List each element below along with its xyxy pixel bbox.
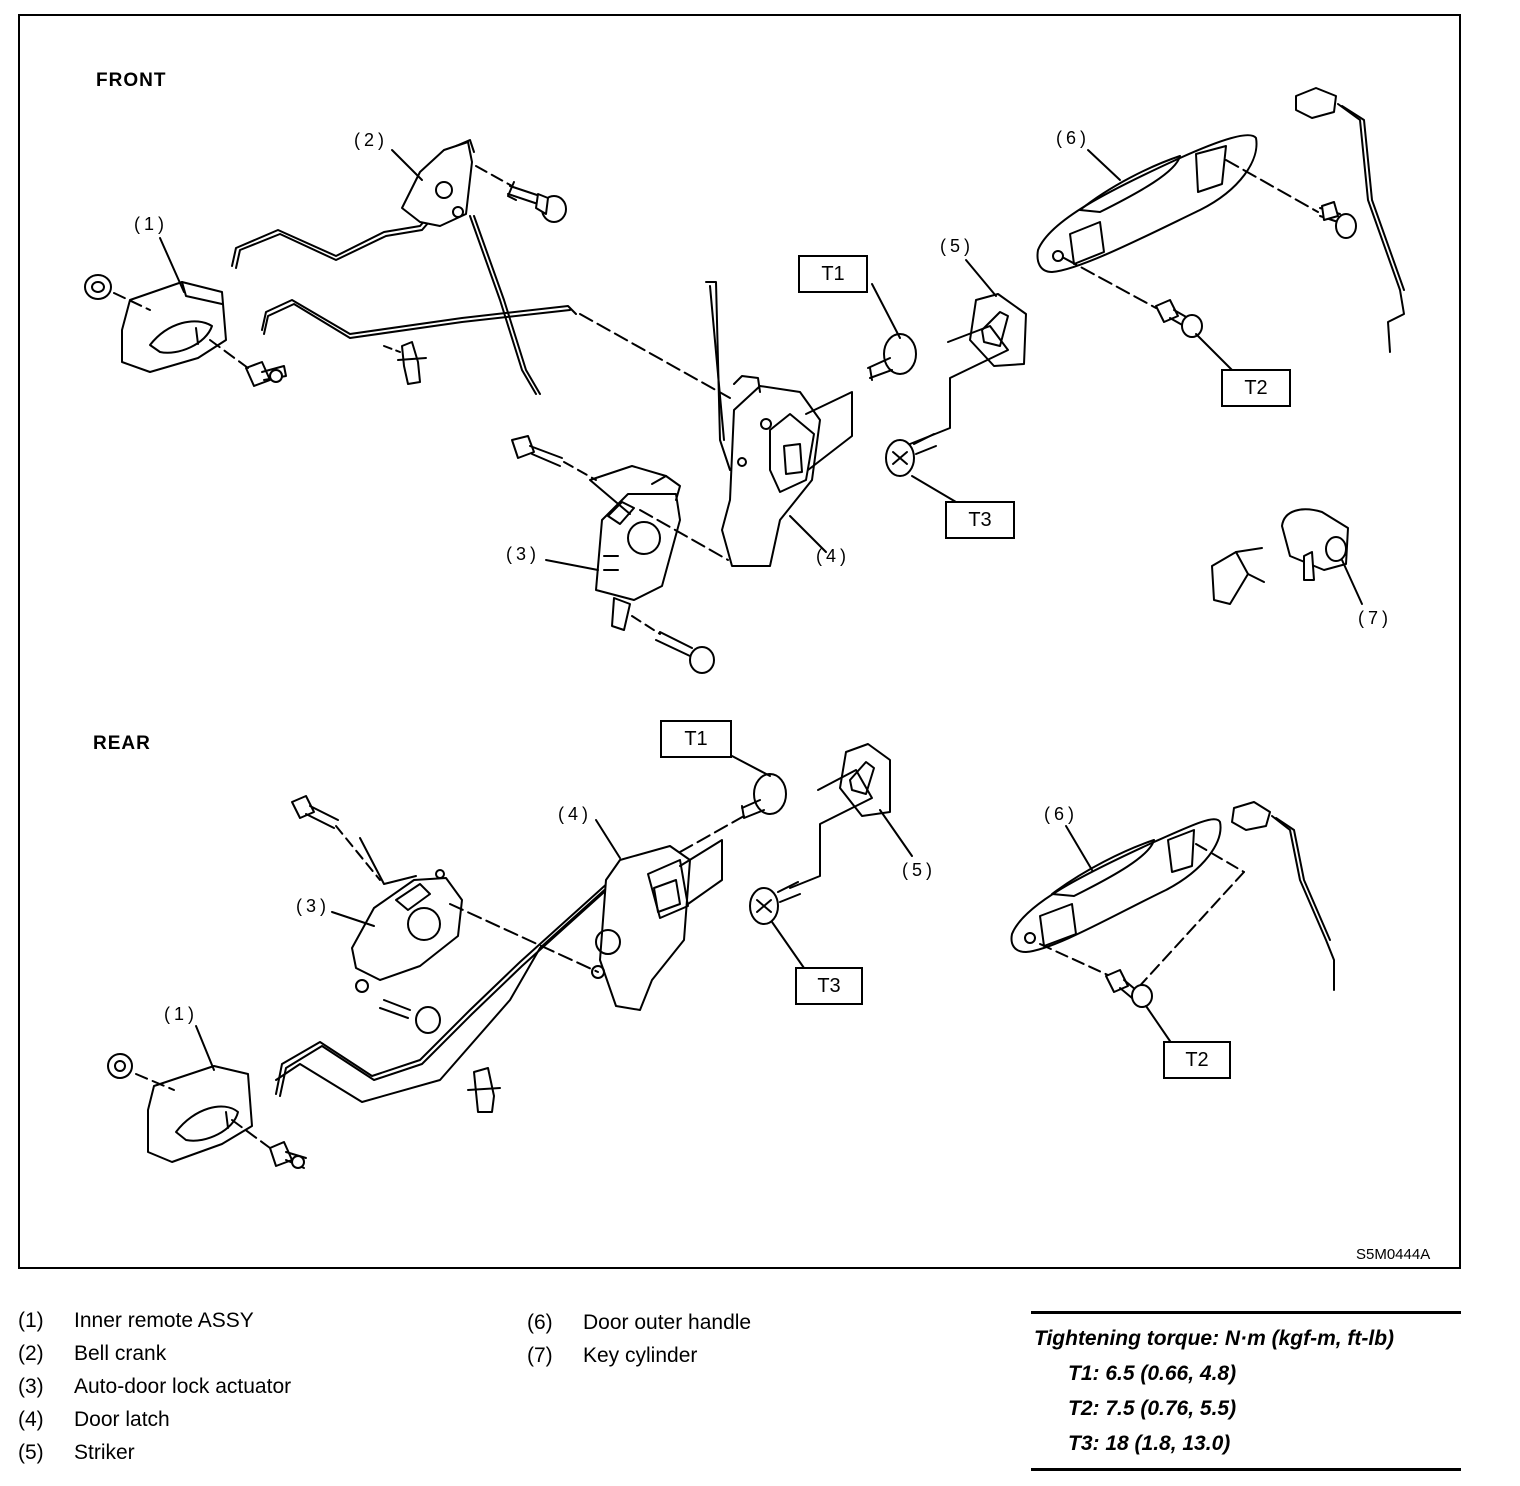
legend-number: (2) (18, 1342, 44, 1365)
rear-section-label: REAR (93, 733, 151, 754)
figure-code: S5M0444A (1356, 1246, 1431, 1263)
legend-label: Door latch (74, 1408, 170, 1431)
front-callout-3: (3) (506, 544, 540, 564)
front-actuator-bolt-lower (611, 597, 715, 674)
torque-t3-spec: T3: 18 (1.8, 13.0) (1068, 1432, 1231, 1455)
front-handle-connector (1295, 87, 1337, 119)
rear-t3-screw (749, 881, 801, 925)
rear-door-latch (591, 845, 691, 1011)
front-rod-lower (261, 299, 577, 335)
front-handle-bolt-t2 (1155, 299, 1203, 338)
rear-callout-1: (1) (164, 1004, 198, 1024)
front-t1-screw (867, 333, 917, 381)
rear-callout-6: (6) (1044, 804, 1078, 824)
rear-t2-tag: T2 (1163, 1041, 1231, 1079)
front-rod-vertical (469, 215, 537, 395)
front-t3-screw (885, 433, 937, 477)
front-callout-1: (1) (134, 214, 168, 234)
rear-handle-bolt-t2 (1105, 969, 1153, 1008)
rear-handle-rod (1271, 815, 1335, 991)
legend-label: Inner remote ASSY (74, 1309, 254, 1332)
rear-callout-4: (4) (558, 804, 592, 824)
legend-number: (1) (18, 1309, 44, 1332)
torque-t2-spec: T2: 7.5 (0.76, 5.5) (1068, 1397, 1237, 1420)
rear-callout-3: (3) (296, 896, 330, 916)
front-key-clip (1211, 547, 1265, 605)
front-t3-tag: T3 (945, 501, 1015, 539)
front-bell-crank (401, 139, 475, 227)
front-handle-bolt-right (1319, 201, 1357, 239)
rear-t1-tag: T1 (660, 720, 732, 758)
legend-label: Bell crank (74, 1342, 167, 1365)
front-key-cylinder (1281, 508, 1349, 581)
legend-label: Key cylinder (583, 1344, 698, 1367)
front-door-outer-handle (1036, 134, 1258, 273)
front-callout-2: (2) (354, 130, 388, 150)
front-rod-upper (231, 195, 447, 267)
legend-label: Auto-door lock actuator (74, 1375, 292, 1398)
front-handle-rod (1337, 103, 1405, 353)
legend-number: (4) (18, 1408, 44, 1431)
rear-rod-clip (467, 1067, 501, 1113)
tightening-torque-panel: Tightening torque: N·m (kgf-m, ft-lb) T1… (1031, 1311, 1461, 1471)
rear-rod-a (275, 871, 621, 1095)
front-inner-remote-assy (121, 281, 227, 373)
legend-label: Door outer handle (583, 1311, 752, 1334)
front-bellcrank-bolt (507, 181, 567, 223)
front-door-latch (721, 375, 821, 567)
front-remote-screw (245, 361, 287, 387)
front-actuator-bolt-upper (511, 435, 563, 467)
legend-number: (6) (527, 1311, 553, 1334)
rear-inner-remote-assy (147, 1065, 253, 1163)
rear-striker (839, 743, 891, 817)
diagram-frame (18, 14, 1461, 1269)
front-t2-tag: T2 (1221, 369, 1291, 407)
front-callout-4: (4) (816, 546, 850, 566)
rear-callout-5: (5) (902, 860, 936, 880)
legend-number: (5) (18, 1441, 44, 1464)
front-bushing-guide (113, 292, 151, 311)
torque-t1-spec: T1: 6.5 (0.66, 4.8) (1068, 1362, 1237, 1385)
rear-bushing (107, 1053, 133, 1079)
rear-rod-b (275, 875, 621, 1103)
rear-t3-tag: T3 (795, 967, 863, 1005)
rear-lock-actuator (351, 869, 463, 993)
front-section-label: FRONT (96, 70, 167, 91)
front-callout-7: (7) (1358, 608, 1392, 628)
front-callout-5: (5) (940, 236, 974, 256)
rear-actuator-bolt-upper (291, 795, 339, 829)
front-t1-tag: T1 (798, 255, 868, 293)
rear-t1-screw (741, 773, 787, 819)
rear-remote-screw (269, 1141, 307, 1169)
legend-number: (7) (527, 1344, 553, 1367)
rear-door-outer-handle (1010, 818, 1222, 953)
rear-actuator-bolt-lower (379, 999, 441, 1034)
front-rod-clip (397, 341, 427, 385)
front-striker (969, 293, 1027, 367)
legend-number: (3) (18, 1375, 44, 1398)
front-latch-rod (705, 281, 731, 471)
front-bushing (84, 274, 112, 300)
rear-handle-connector (1231, 801, 1271, 831)
torque-title: Tightening torque: N·m (kgf-m, ft-lb) (1034, 1327, 1395, 1350)
front-callout-6: (6) (1056, 128, 1090, 148)
legend-label: Striker (74, 1441, 135, 1464)
